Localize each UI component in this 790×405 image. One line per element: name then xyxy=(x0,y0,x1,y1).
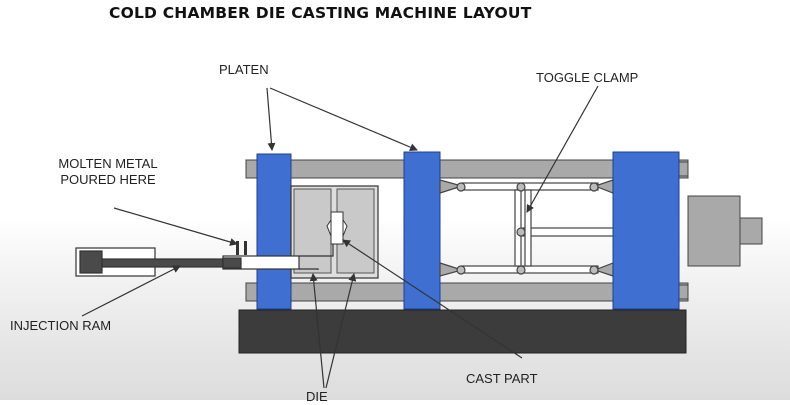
die-arrow-right xyxy=(325,273,357,389)
pivot-bottom-left xyxy=(456,265,466,275)
linkage-center-bar xyxy=(522,227,619,237)
diagram-title: COLD CHAMBER DIE CASTING MACHINE LAYOUT xyxy=(109,4,532,22)
pivot-center xyxy=(516,227,526,237)
toggle-wedge-bottom-left xyxy=(439,262,465,277)
clamp-cylinder-cap xyxy=(739,217,763,245)
rear-platen xyxy=(612,151,680,310)
runner-channel xyxy=(299,244,334,270)
molten-metal-arrow xyxy=(113,207,238,246)
injection-ram-arrow xyxy=(81,265,181,317)
plunger-tip xyxy=(222,257,242,269)
leader-lines xyxy=(81,85,599,389)
molten-metal-label-line2: POURED HERE xyxy=(60,172,156,187)
molten-metal-label: MOLTEN METAL POURED HERE xyxy=(44,156,172,188)
plunger-rod xyxy=(101,258,224,268)
toggle-clamp-label: TOGGLE CLAMP xyxy=(536,70,639,85)
cast-part-arrow xyxy=(342,239,523,359)
molten-metal-label-line1: MOLTEN METAL xyxy=(58,156,158,171)
pivot-top-left xyxy=(456,182,466,192)
die-cavity xyxy=(330,211,344,245)
clamp-cylinder-body xyxy=(687,195,741,267)
pivot-bottom-right xyxy=(589,265,599,275)
linkage-top-bar xyxy=(461,182,599,191)
movable-platen xyxy=(403,151,441,310)
linkage-bottom-bar xyxy=(461,265,599,274)
pivot-top-mid xyxy=(516,182,526,192)
injection-ram-label: INJECTION RAM xyxy=(10,318,112,333)
fixed-platen xyxy=(256,153,292,310)
pivot-bottom-mid xyxy=(516,265,526,275)
machine-base xyxy=(238,309,687,354)
pour-hole-right xyxy=(244,241,247,255)
platen-arrow-right xyxy=(269,87,418,151)
platen-label: PLATEN xyxy=(219,62,269,77)
platen-arrow-left xyxy=(266,87,276,151)
tie-bars xyxy=(245,159,689,302)
pivot-top-right xyxy=(589,182,599,192)
die-arrow-left xyxy=(309,273,325,389)
toggle-clamp-arrow xyxy=(526,85,599,213)
pour-hole-left xyxy=(236,241,239,255)
die-label: DIE xyxy=(306,389,328,404)
clamp-cylinder xyxy=(687,195,763,267)
cylinder-piston xyxy=(79,250,103,274)
linkage-right-vertical xyxy=(524,189,532,267)
die-cavity-notch xyxy=(326,218,348,237)
toggle-clamp-linkage xyxy=(439,179,619,277)
die-half-fixed xyxy=(293,188,332,274)
cast-part-label: CAST PART xyxy=(466,371,538,386)
die-block xyxy=(290,185,379,279)
injection-assembly xyxy=(75,241,334,277)
toggle-wedge-top-left xyxy=(439,179,465,194)
